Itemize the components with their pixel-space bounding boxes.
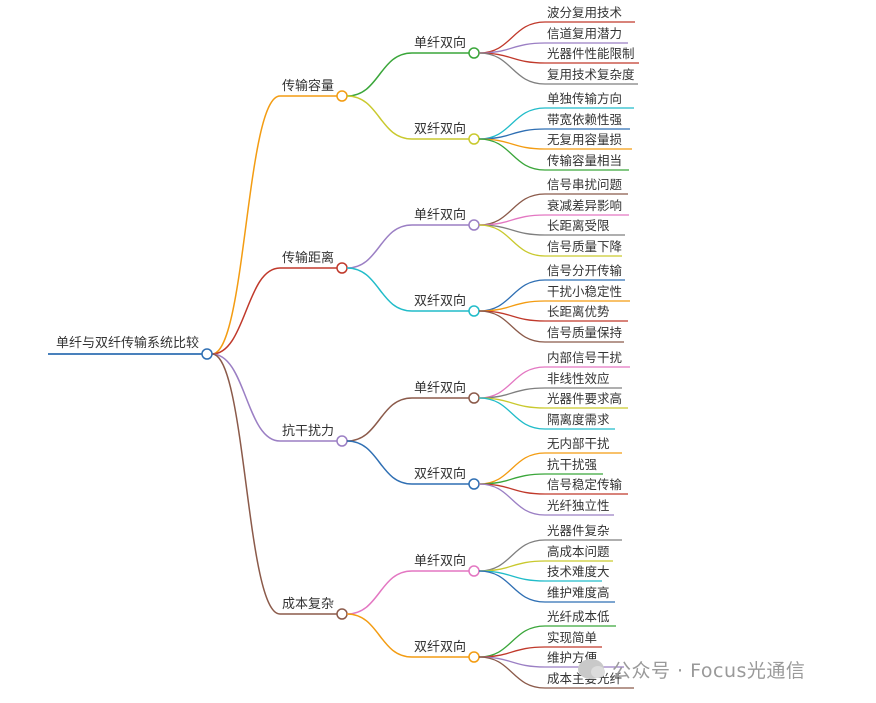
root-label: 单纤与双纤传输系统比较 [56,335,199,351]
leaf-label: 信号稳定传输 [547,477,623,492]
leaf-label: 内部信号干扰 [547,350,623,365]
sub-branch-label: 双纤双向 [414,639,466,655]
leaf-label: 信道复用潜力 [547,26,622,41]
branch-label: 成本复杂 [282,597,334,612]
sub-branch-label: 双纤双向 [414,121,466,137]
leaf-label: 光器件要求高 [547,391,622,406]
branch-connector [211,95,281,355]
leaf-label: 单独传输方向 [547,91,622,106]
branch-connector [211,353,281,615]
sub-branch-label: 单纤双向 [414,380,466,396]
leaf-label: 衰减差异影响 [547,198,622,213]
sub-branch-connector [346,52,413,97]
leaf-label: 信号分开传输 [547,263,623,278]
sub-branch-node [468,565,480,577]
sub-branch-node [468,651,480,663]
leaf-label: 长距离受限 [547,218,610,233]
branch-node [336,90,348,102]
branch-label: 传输容量 [282,78,334,94]
sub-branch-connector [346,613,413,658]
sub-branch-connector [346,570,413,615]
leaf-label: 技术难度大 [547,564,610,579]
leaf-label: 无复用容量损 [547,132,623,147]
sub-branch-node [468,478,480,490]
leaf-label: 长距离优势 [547,304,610,319]
leaf-label: 信号串扰问题 [547,177,623,192]
sub-branch-label: 双纤双向 [414,293,466,309]
leaf-label: 抗干扰强 [547,457,598,472]
leaf-label: 非线性效应 [547,371,610,386]
sub-branch-connector [346,224,413,269]
leaf-label: 传输容量相当 [547,153,622,168]
leaf-label: 带宽依赖性强 [547,112,623,127]
leaf-connector [478,52,546,85]
leaf-label: 复用技术复杂度 [547,67,635,82]
branch-label: 抗干扰力 [282,424,334,439]
leaf-connector [478,656,546,689]
sub-branch-connector [346,95,413,140]
leaf-connector [478,310,546,343]
sub-branch-node [468,133,480,145]
leaf-connector [478,138,546,171]
branch-node [336,608,348,620]
root-node [201,348,213,360]
sub-branch-connector [346,440,413,485]
leaf-connector [478,570,546,603]
sub-branch-label: 单纤双向 [414,207,466,223]
leaf-label: 光器件性能限制 [547,46,635,61]
sub-branch-label: 单纤双向 [414,553,466,569]
leaf-label: 高成本问题 [547,544,610,559]
branch-connector [211,267,281,355]
leaf-label: 信号质量下降 [547,239,623,254]
branch-label: 传输距离 [282,250,334,266]
leaf-connector [478,397,546,430]
leaf-label: 信号质量保持 [547,325,622,340]
branch-node [336,435,348,447]
leaf-connector [478,483,546,516]
leaf-label: 干扰小稳定性 [547,284,622,299]
leaf-label: 光纤成本低 [547,609,610,624]
watermark-text: 公众号 · Focus光通信 [612,659,806,682]
sub-branch-connector [346,267,413,312]
branch-node [336,262,348,274]
sub-branch-node [468,305,480,317]
sub-branch-label: 双纤双向 [414,466,466,482]
leaf-label: 无内部干扰 [547,436,610,451]
sub-branch-connector [346,397,413,442]
sub-branch-node [468,219,480,231]
leaf-label: 光器件复杂 [547,523,610,538]
leaf-label: 维护难度高 [547,585,610,600]
leaf-label: 波分复用技术 [547,5,623,20]
leaf-label: 隔离度需求 [547,412,610,427]
sub-branch-node [468,47,480,59]
leaf-label: 实现简单 [547,630,597,645]
sub-branch-label: 单纤双向 [414,35,466,51]
wechat-logo-icon [578,659,605,679]
leaf-label: 光纤独立性 [547,498,610,513]
sub-branch-node [468,392,480,404]
branch-connector [211,353,281,442]
leaf-connector [478,224,546,257]
watermark: 公众号 · Focus光通信 [578,654,805,684]
